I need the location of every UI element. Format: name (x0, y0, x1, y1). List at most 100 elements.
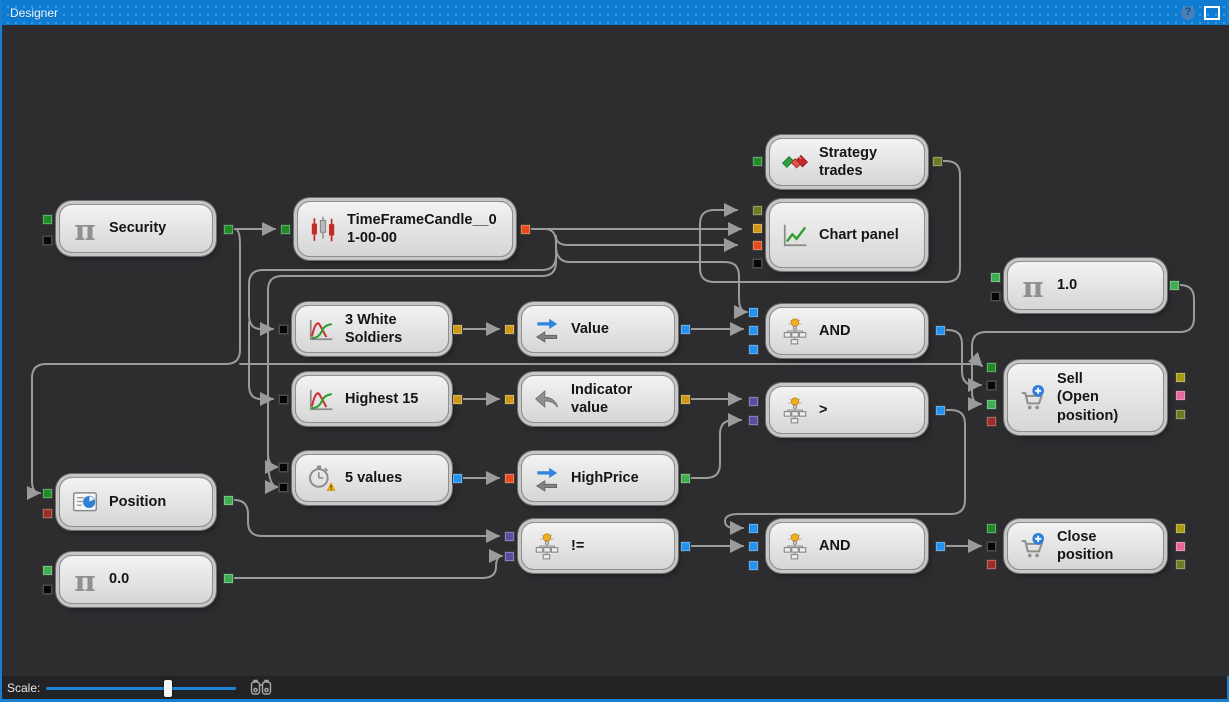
port-in-purple[interactable] (747, 395, 759, 407)
port-out-pink[interactable] (1174, 389, 1186, 401)
wire-branch-to-fivevalues-a (264, 249, 557, 474)
port-out-blue[interactable] (679, 323, 691, 335)
node-label: 5 values (345, 469, 403, 486)
port-out-blue[interactable] (679, 540, 691, 552)
node-value[interactable]: Value (521, 305, 675, 353)
logic-icon (780, 531, 810, 561)
port-out-orangered[interactable] (519, 223, 531, 235)
port-in-blue[interactable] (747, 343, 759, 355)
port-in-black[interactable] (41, 583, 53, 595)
port-in-ltgreen[interactable] (41, 564, 53, 576)
port-in-green[interactable] (41, 487, 53, 499)
port-in-darkred[interactable] (985, 558, 997, 570)
port-in-black[interactable] (277, 323, 289, 335)
port-in-ltgreen[interactable] (989, 271, 1001, 283)
node-and-lower[interactable]: AND (769, 522, 925, 570)
port-in-amber[interactable] (503, 323, 515, 335)
logic-icon (780, 316, 810, 346)
port-in-green[interactable] (751, 155, 763, 167)
find-blocks-button[interactable] (250, 679, 272, 696)
node-close-position[interactable]: Close position (1007, 522, 1164, 570)
node-not-equal[interactable]: != (521, 522, 675, 570)
node-greater-than[interactable]: > (769, 386, 925, 434)
port-out-ltgreen[interactable] (222, 494, 234, 506)
port-in-orangered[interactable] (503, 472, 515, 484)
node-strategy-trades[interactable]: Strategy trades (769, 138, 925, 186)
port-out-darkyellow[interactable] (1174, 522, 1186, 534)
port-in-purple[interactable] (503, 530, 515, 542)
maximize-button[interactable] (1203, 4, 1221, 22)
port-in-purple[interactable] (747, 414, 759, 426)
port-in-orangered[interactable] (751, 239, 763, 251)
port-in-darkred[interactable] (985, 415, 997, 427)
help-button[interactable]: ? (1179, 4, 1197, 22)
port-out-olive[interactable] (1174, 408, 1186, 420)
port-in-amber[interactable] (751, 222, 763, 234)
port-in-blue[interactable] (747, 559, 759, 571)
scale-slider-thumb[interactable] (164, 679, 173, 697)
scale-slider-track[interactable] (46, 686, 237, 690)
wire-position-to-notequal (233, 499, 500, 543)
port-out-amber[interactable] (679, 393, 691, 405)
port-out-blue[interactable] (934, 324, 946, 336)
port-out-olive[interactable] (1174, 558, 1186, 570)
port-in-olive[interactable] (751, 204, 763, 216)
port-out-blue[interactable] (934, 404, 946, 416)
port-out-green[interactable] (222, 223, 234, 235)
port-in-blue[interactable] (747, 540, 759, 552)
port-in-black[interactable] (277, 481, 289, 493)
node-label: 3 White Soldiers (345, 311, 403, 346)
logic-icon (780, 395, 810, 425)
port-out-amber[interactable] (451, 323, 463, 335)
port-out-amber[interactable] (451, 393, 463, 405)
port-in-black[interactable] (277, 461, 289, 473)
port-out-ltgreen[interactable] (1168, 279, 1180, 291)
port-in-ltgreen[interactable] (985, 398, 997, 410)
node-and-upper[interactable]: AND (769, 307, 925, 355)
port-in-purple[interactable] (503, 550, 515, 562)
port-in-green[interactable] (41, 213, 53, 225)
port-in-black[interactable] (989, 290, 1001, 302)
port-in-black[interactable] (277, 393, 289, 405)
port-in-black[interactable] (41, 234, 53, 246)
node-position[interactable]: Position (59, 477, 213, 527)
node-indicator-value[interactable]: Indicator value (521, 375, 675, 423)
node-sell-open-position[interactable]: Sell(Open position) (1007, 363, 1164, 432)
port-in-black[interactable] (751, 257, 763, 269)
port-out-pink[interactable] (1174, 540, 1186, 552)
port-in-green[interactable] (985, 361, 997, 373)
port-out-ltgreen[interactable] (222, 572, 234, 584)
port-in-blue[interactable] (747, 324, 759, 336)
node-chart-panel[interactable]: Chart panel (769, 202, 925, 268)
node-three-white-soldiers[interactable]: 3 White Soldiers (295, 305, 449, 353)
scale-slider[interactable] (46, 679, 237, 697)
port-in-blue[interactable] (747, 306, 759, 318)
title-bar[interactable]: Designer ? (2, 0, 1227, 25)
port-in-green[interactable] (985, 522, 997, 534)
port-in-green[interactable] (279, 223, 291, 235)
port-out-blue[interactable] (934, 540, 946, 552)
port-in-darkred[interactable] (41, 507, 53, 519)
port-in-black[interactable] (985, 379, 997, 391)
position-icon (70, 487, 100, 517)
svg-text:π: π (74, 566, 95, 594)
node-five-values[interactable]: 5 values (295, 454, 449, 502)
node-highest-15[interactable]: Highest 15 (295, 375, 449, 423)
port-in-amber[interactable] (503, 393, 515, 405)
node-highprice[interactable]: HighPrice (521, 454, 675, 502)
window-title: Designer (10, 5, 59, 20)
port-in-blue[interactable] (747, 522, 759, 534)
port-out-darkyellow[interactable] (1174, 371, 1186, 383)
svg-text:π: π (1022, 272, 1043, 300)
port-out-olive[interactable] (931, 155, 943, 167)
port-out-ltgreen[interactable] (679, 472, 691, 484)
port-in-black[interactable] (985, 540, 997, 552)
node-timeframecandle[interactable]: TimeFrameCandle__01-00-00 (297, 201, 513, 257)
port-out-blue[interactable] (451, 472, 463, 484)
convert-icon (532, 463, 562, 493)
